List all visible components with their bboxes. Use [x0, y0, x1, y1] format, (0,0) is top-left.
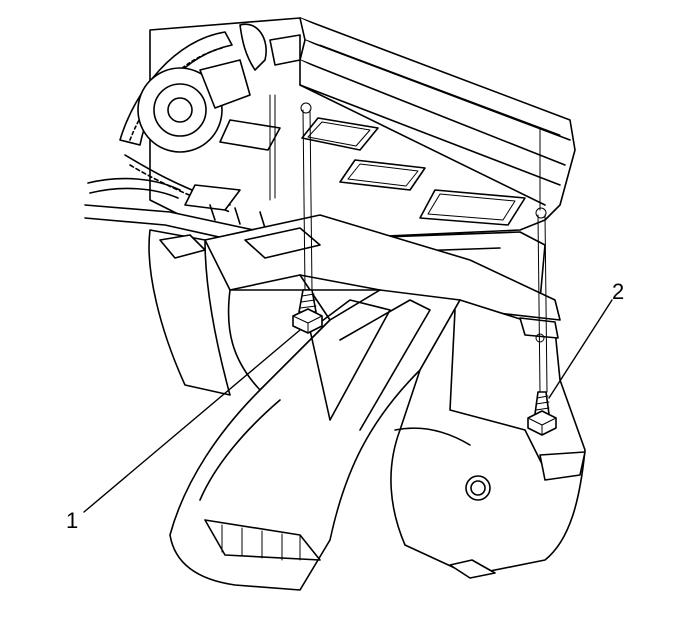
installation-guide-lines — [269, 94, 548, 393]
leader-lines — [83, 299, 613, 513]
screw-1 — [292, 289, 323, 334]
leader-line-1 — [83, 329, 301, 513]
callout-label-2: 2 — [612, 279, 625, 304]
callout-label-1: 1 — [66, 508, 79, 533]
actuator-motor — [137, 23, 301, 153]
screw-2 — [527, 391, 557, 436]
floor-air-duct — [148, 214, 586, 591]
defrost-outlets — [184, 117, 526, 226]
leader-line-2 — [548, 299, 613, 399]
